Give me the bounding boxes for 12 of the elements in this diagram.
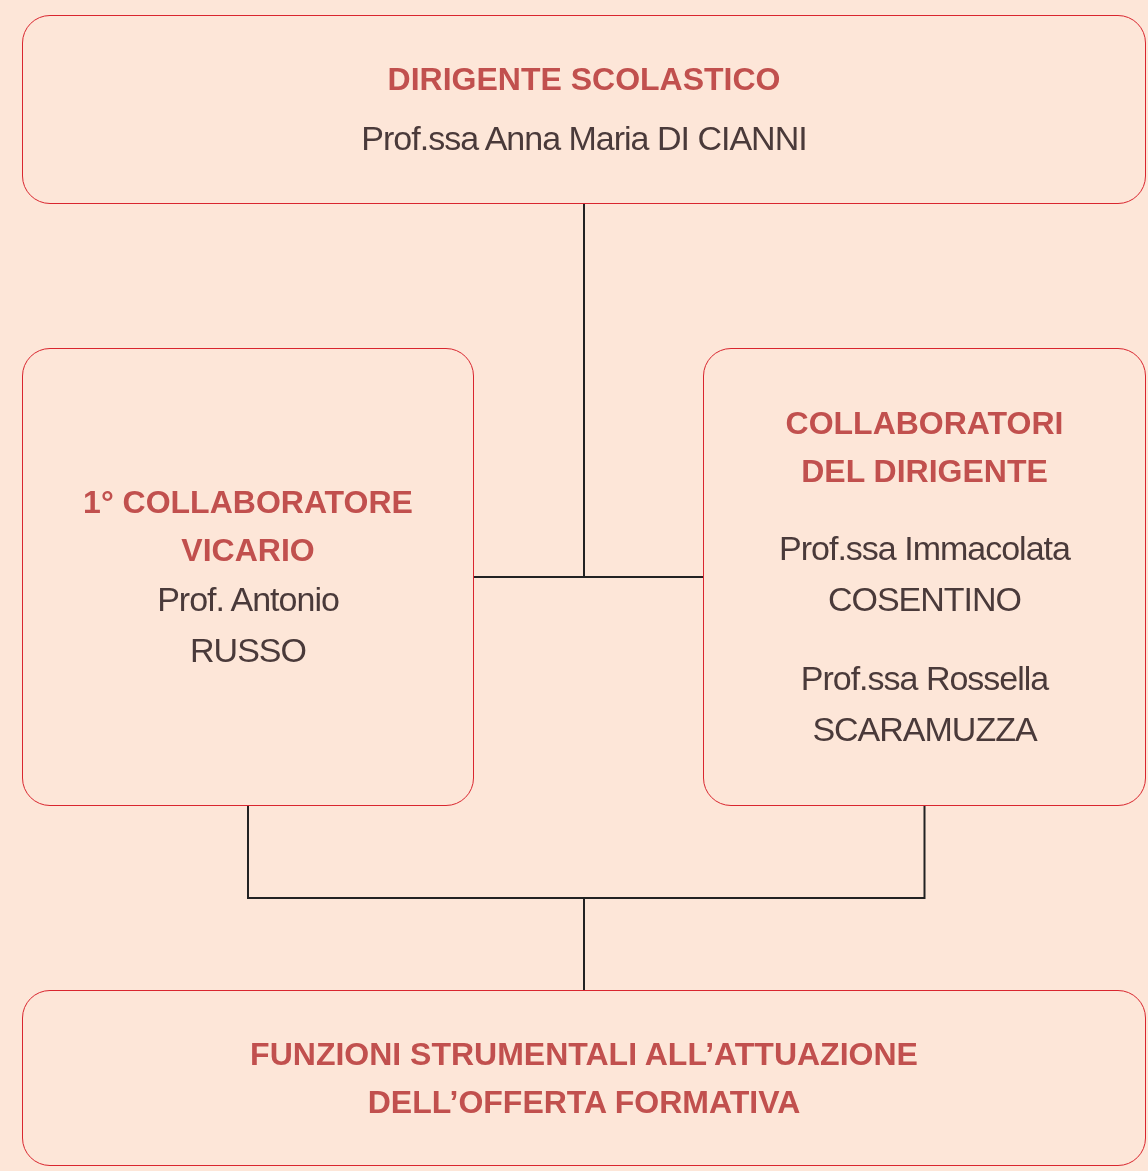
role-title: DIRIGENTE SCOLASTICO: [387, 60, 781, 99]
role-title: COLLABORATORI DEL DIRIGENTE: [784, 404, 1065, 491]
org-box: [22, 15, 1146, 204]
org-box: [703, 348, 1146, 806]
person-name: Prof.ssa Anna Maria DI CIANNI: [361, 118, 807, 159]
person-name: Prof.ssa Immacolata COSENTINO: [778, 528, 1072, 620]
org-box: [22, 348, 474, 806]
role-title: 1° COLLABORATORE VICARIO: [82, 483, 414, 570]
person-name: Prof. Antonio RUSSO: [156, 579, 340, 671]
role-title: FUNZIONI STRUMENTALI ALL’ATTUAZIONE DELL’OFFERTA FORMATIVA: [249, 1035, 919, 1122]
person-name: Prof.ssa Rossella SCARAMUZZA: [799, 658, 1050, 750]
org-box: [22, 990, 1146, 1166]
